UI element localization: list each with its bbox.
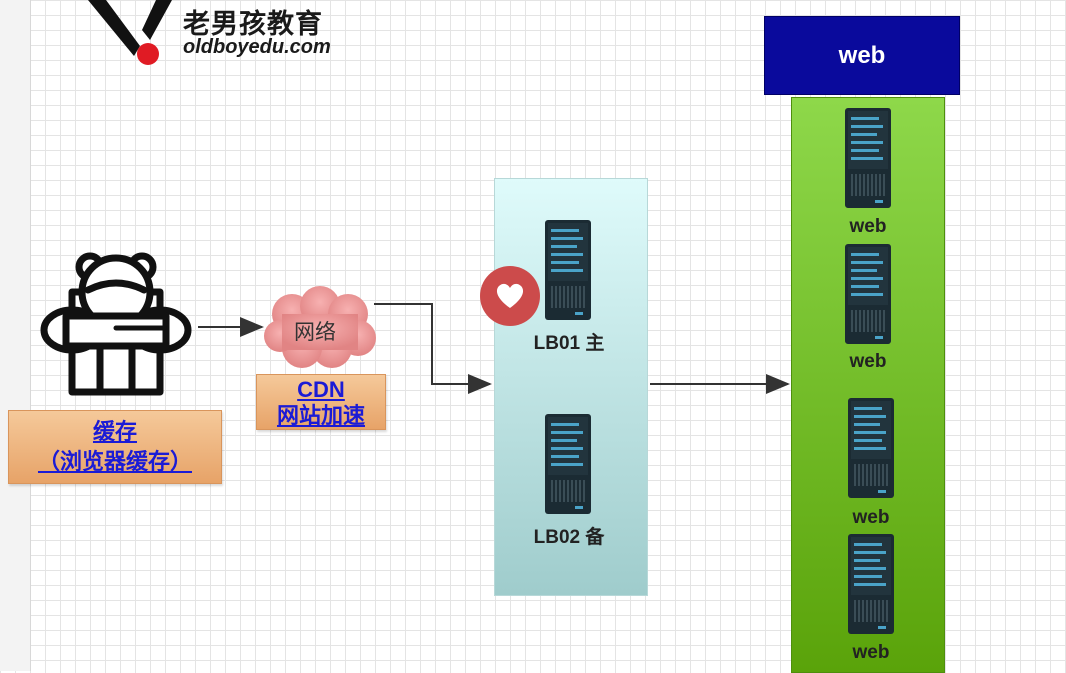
web-server-3-label: web [852,507,890,528]
web-server-4-icon[interactable] [848,534,894,634]
heart-badge-icon [480,266,540,326]
arrow-network-to-lb [374,303,492,394]
web-server-1-label: web [849,216,887,237]
lb01-label: LB01 主 [533,333,605,354]
lb02-server-icon[interactable] [545,414,591,514]
cdn-label-line2: 网站加速 [276,403,365,428]
lb01-server-icon[interactable] [545,220,591,320]
web-server-3-icon[interactable] [848,398,894,498]
web-server-2-icon[interactable] [845,244,891,344]
left-gutter [0,0,31,671]
network-cloud-text: 网络 [294,321,336,344]
browser-cache-label-line1: 缓存 [92,419,137,444]
web-server-1-icon[interactable] [845,108,891,208]
cdn-label[interactable]: CDN 网站加速 [256,374,386,430]
browser-cache-label-line2: （浏览器缓存） [37,449,192,474]
lb02-label: LB02 备 [533,527,605,548]
user-icon [40,252,192,396]
web-header[interactable]: web [764,16,960,95]
logo-text-cn: 老男孩教育 [183,9,323,39]
logo-mark [88,0,172,65]
web-server-2-label: web [849,351,887,372]
logo-text-en: oldboyedu.com [183,36,331,58]
cdn-label-line1: CDN [297,377,345,402]
web-server-4-label: web [852,642,890,663]
network-cloud-icon [264,286,376,368]
browser-cache-label[interactable]: 缓存 （浏览器缓存） [8,410,222,484]
